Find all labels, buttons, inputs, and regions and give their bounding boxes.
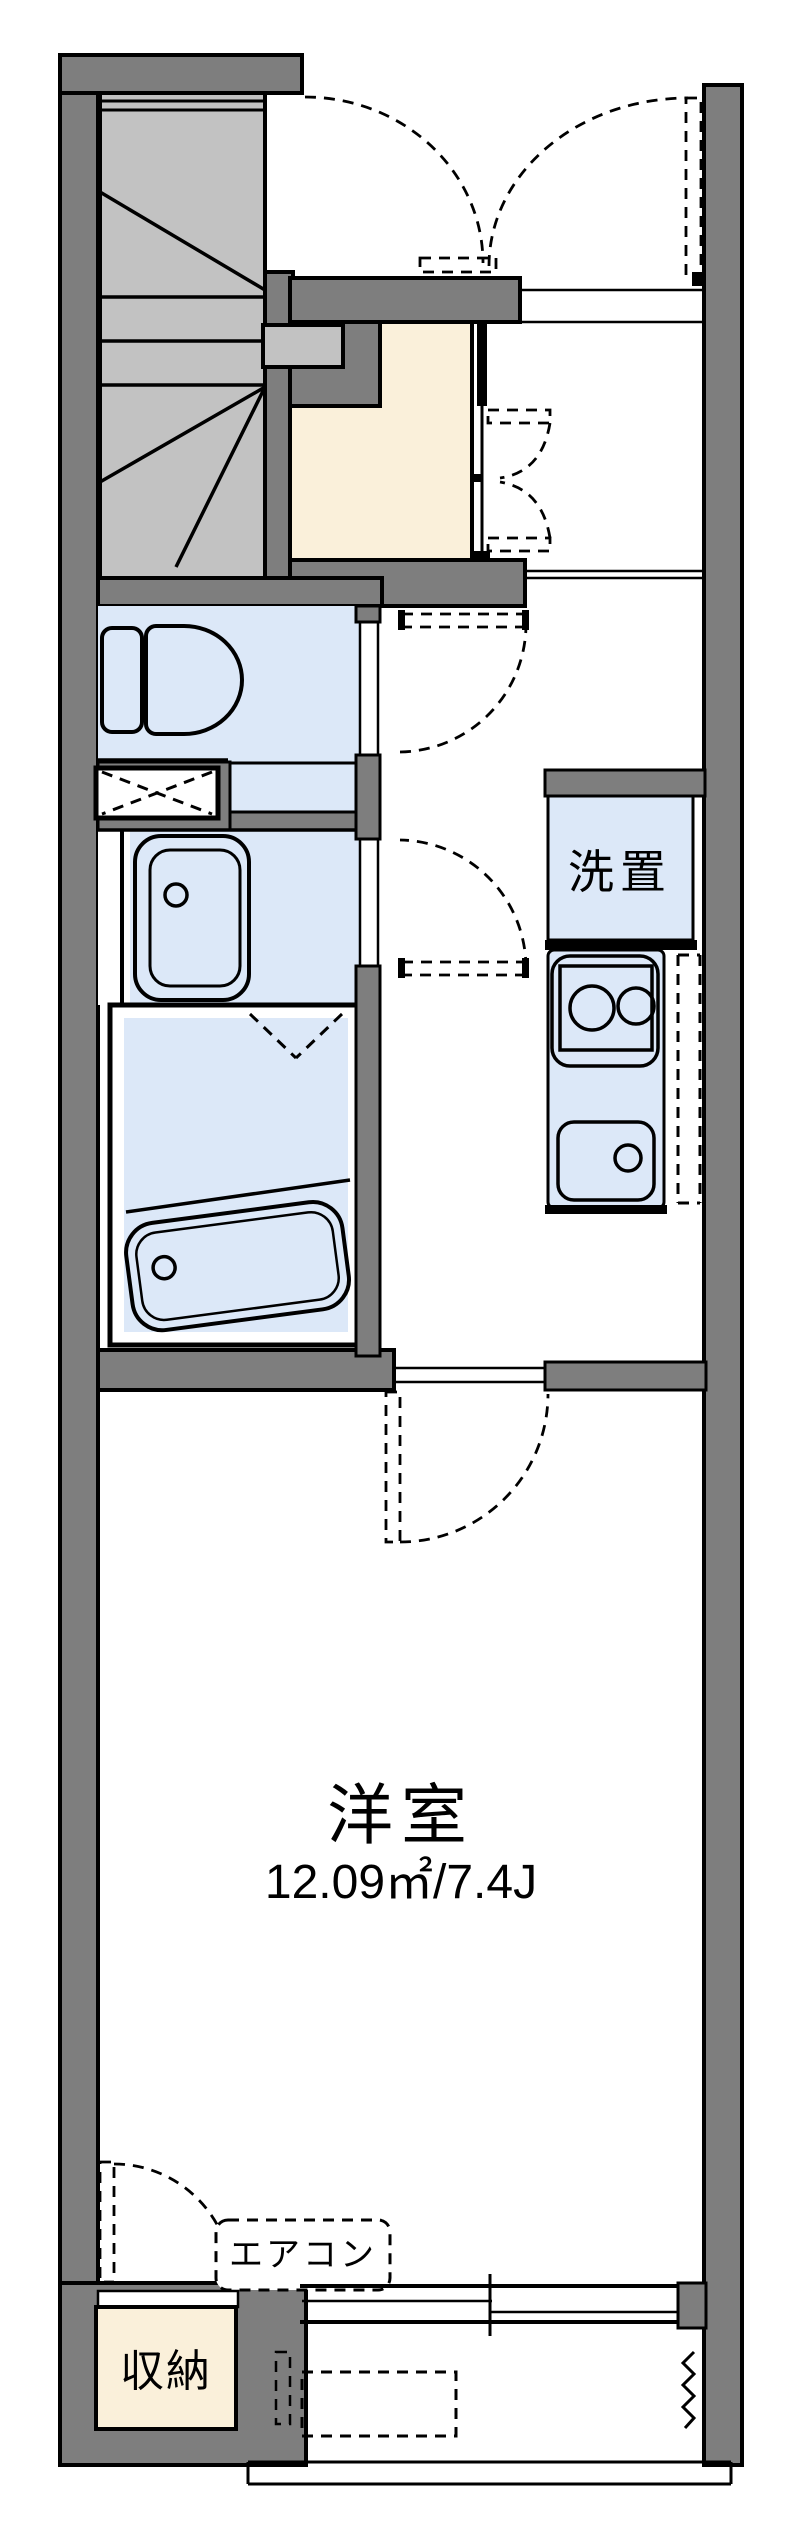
entrance-door-swing [304,95,706,286]
storage-closet: 収納 [94,2289,240,2431]
kitchen [545,948,702,1214]
toilet-icon [100,624,244,736]
staircase [98,91,345,580]
entry-genkan [288,320,474,562]
bathtub-icon [124,1199,351,1333]
washer-space [93,760,362,832]
storage-label: 収納 [120,2347,212,2396]
kitchen-sink-icon [556,1120,656,1202]
right-outer-wall [702,83,744,2467]
left-outer-wall [58,53,100,2467]
balcony-partition-icon [680,2350,697,2430]
main-room-size-label: 12.09㎡/7.4J [265,1856,537,1909]
top-outer-wall [58,53,304,95]
bath-room-divider-wall [96,1348,396,1392]
laundry-space: 洗置 [543,768,707,950]
folding-door-icon [248,1012,344,1060]
utility-closet-doors [470,322,552,561]
stove-icon [550,954,660,1068]
washroom [98,828,360,1005]
entry-top-wall [288,276,522,324]
bathroom [107,1002,365,1348]
balcony-window [300,2274,708,2336]
main-room: 洋室 12.09㎡/7.4J [265,1778,537,1909]
stairs-bottom-wall [96,576,384,608]
balcony-equipment-outline [300,2370,458,2438]
main-room-door-swing [384,1390,550,1544]
hallway-west-wall [354,604,382,1358]
washroom-door-swing [398,838,529,978]
toilet-room [98,606,360,814]
laundry-label: 洗置 [568,846,672,898]
aircon-box: エアコン [214,2218,392,2292]
stair-landing [261,323,345,369]
kitchen-window [676,953,702,1205]
room-door-threshold [392,1366,545,1384]
sink-icon [133,834,251,1002]
aircon-label: エアコン [229,2236,377,2274]
balcony [246,2350,733,2486]
kitchen-room-divider-wall [543,1360,708,1392]
toilet-door-swing [398,610,529,754]
main-room-label: 洋室 [327,1778,475,1852]
